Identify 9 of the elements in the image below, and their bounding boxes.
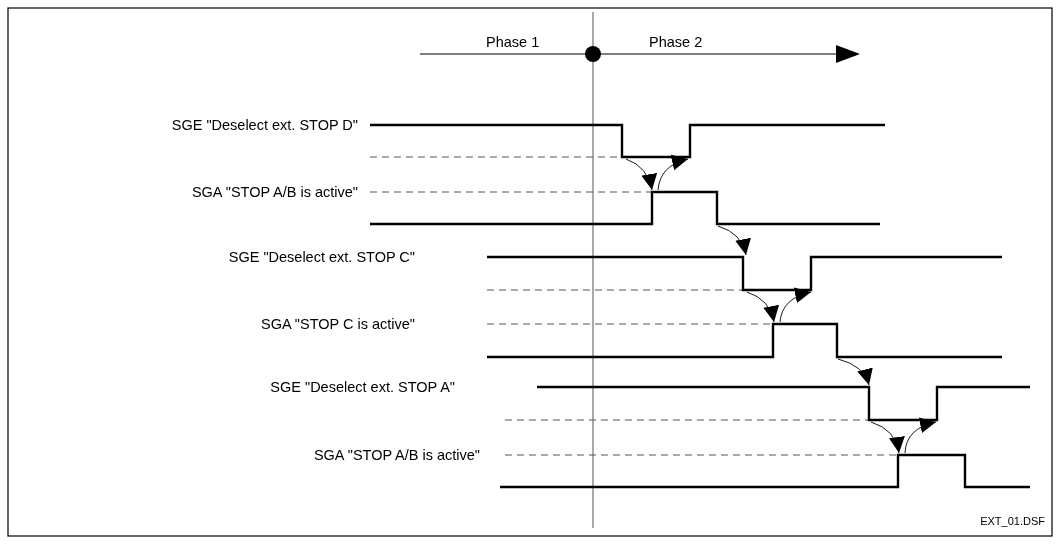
signal-name: SGE "Deselect ext. STOP A" — [270, 378, 455, 396]
phase-label: Phase 2 — [649, 33, 703, 51]
phase-label: Phase 1 — [486, 33, 540, 51]
file-name: EXT_01.DSF — [980, 514, 1045, 529]
signal-name: SGE "Deselect ext. STOP C" — [228, 248, 415, 266]
signal-name: SGA "STOP A/B is active" — [191, 183, 358, 201]
signal-name: SGE "Deselect ext. STOP D" — [171, 116, 358, 134]
signal-name: SGA "STOP C is active" — [261, 315, 415, 333]
signal-name: SGA "STOP A/B is active" — [313, 446, 480, 464]
